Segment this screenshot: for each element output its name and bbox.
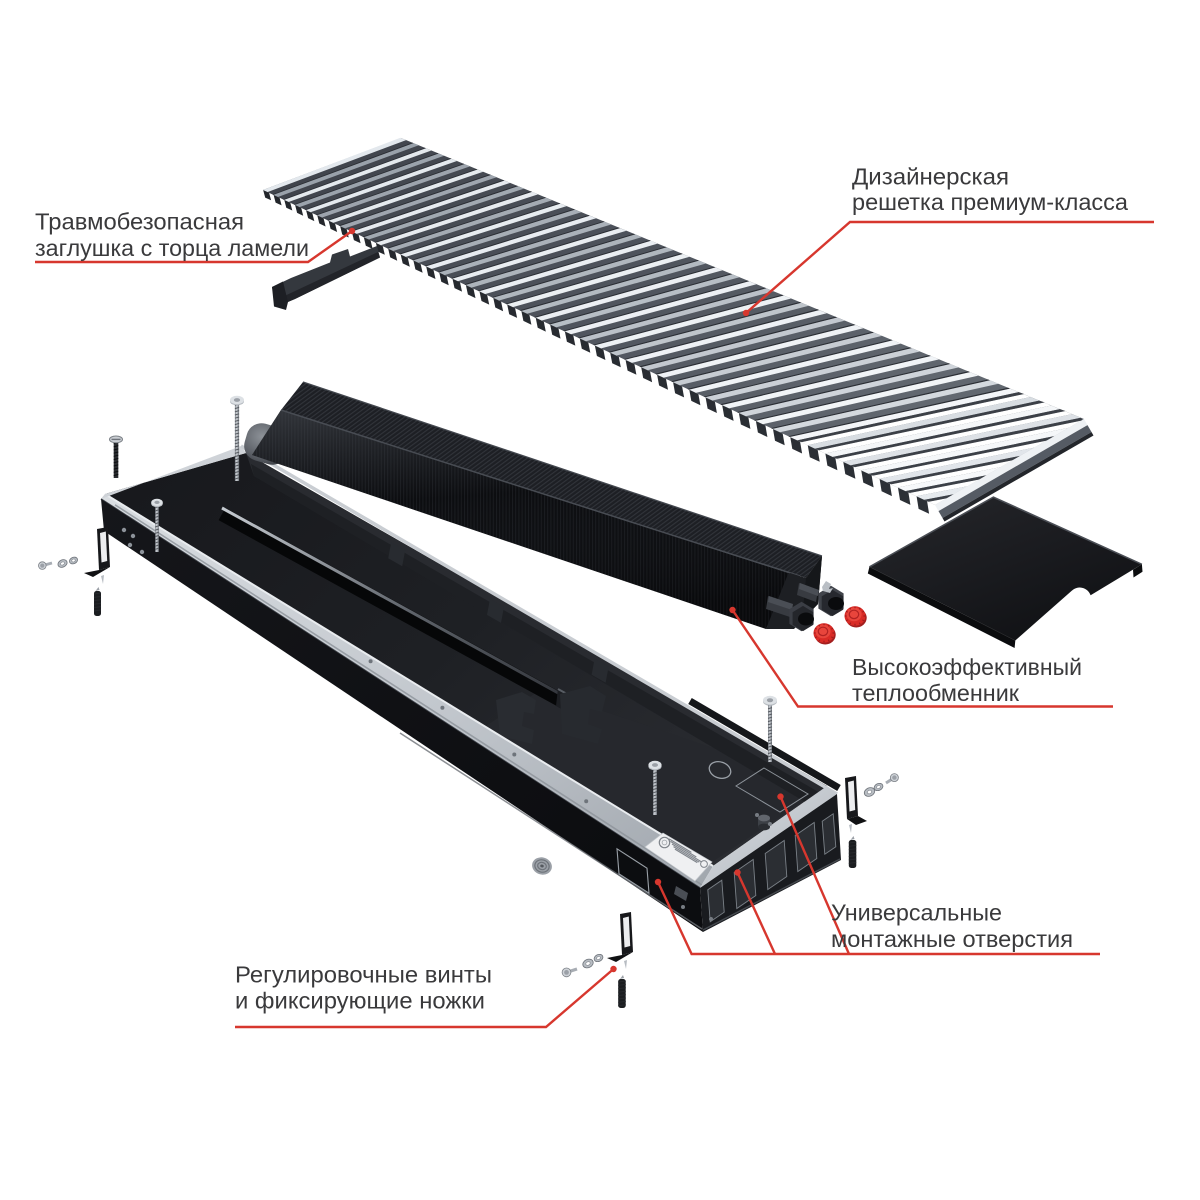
svg-text:Травмобезопасная: Травмобезопасная	[35, 209, 244, 235]
svg-text:теплообменник: теплообменник	[852, 680, 1020, 706]
svg-text:заглушка с торца ламели: заглушка с торца ламели	[35, 235, 309, 261]
svg-text:Дизайнерская: Дизайнерская	[852, 164, 1009, 190]
svg-text:Универсальные: Универсальные	[831, 900, 1002, 926]
svg-text:и фиксирующие ножки: и фиксирующие ножки	[235, 988, 485, 1014]
svg-text:Высокоэффективный: Высокоэффективный	[852, 654, 1082, 680]
svg-text:монтажные отверстия: монтажные отверстия	[831, 926, 1073, 952]
svg-text:решетка премиум-класса: решетка премиум-класса	[852, 189, 1129, 215]
svg-text:Регулировочные винты: Регулировочные винты	[235, 962, 492, 988]
